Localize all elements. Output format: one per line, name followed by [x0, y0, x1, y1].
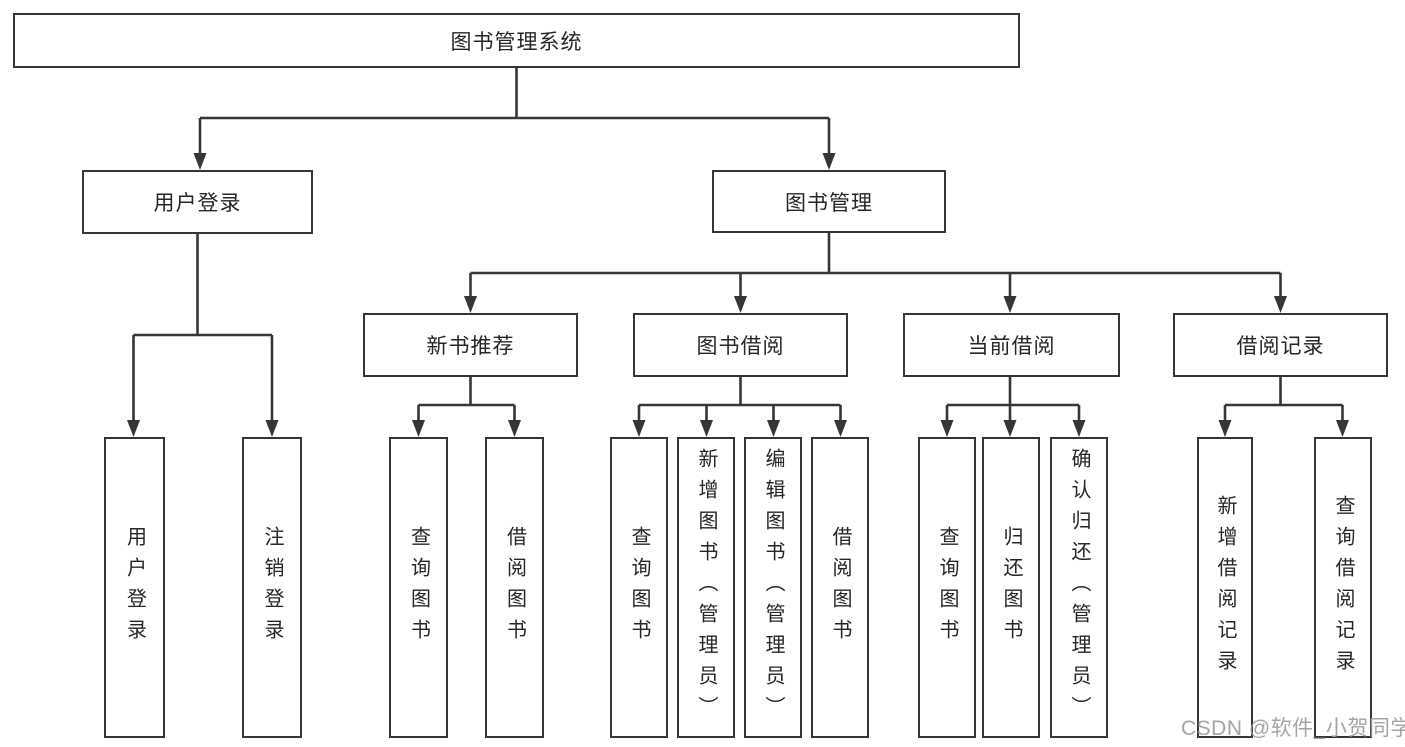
node-label: 图书借阅: [696, 335, 785, 358]
leaf-newbook-query-books: 查询图书: [389, 437, 448, 738]
node-new-book-recommend: 新书推荐: [363, 313, 578, 377]
node-book-management: 图书管理: [712, 170, 946, 233]
leaf-label: 查询图书: [407, 525, 430, 650]
leaf-user-login: 用户登录: [104, 437, 165, 738]
node-label: 当前借阅: [967, 335, 1056, 358]
leaf-label: 查询借阅记录: [1332, 494, 1354, 681]
node-book-borrowing: 图书借阅: [633, 313, 848, 377]
leaf-newbook-borrow-books: 借阅图书: [485, 437, 544, 738]
leaf-current-confirm-return-admin: 确认归还（管理员）: [1050, 437, 1108, 738]
leaf-label: 查询图书: [628, 525, 650, 650]
leaf-borrowing-add-books-admin: 新增图书（管理员）: [677, 437, 735, 738]
leaf-label: 借阅图书: [829, 525, 851, 650]
node-label: 图书管理系统: [450, 30, 583, 54]
leaf-label: 确认归还（管理员）: [1068, 448, 1090, 727]
node-library-system: 图书管理系统: [13, 13, 1020, 68]
leaf-label: 新增图书（管理员）: [695, 448, 717, 727]
leaf-records-query-record: 查询借阅记录: [1314, 437, 1372, 738]
node-user-login: 用户登录: [82, 170, 313, 234]
csdn-watermark: CSDN @软件_小贺同学: [1181, 717, 1405, 740]
leaf-label: 用户登录: [123, 525, 146, 650]
leaf-label: 查询图书: [936, 525, 958, 650]
node-label: 新书推荐: [426, 335, 515, 358]
node-borrow-records: 借阅记录: [1173, 313, 1388, 377]
node-label: 用户登录: [153, 192, 242, 215]
leaf-label: 借阅图书: [503, 525, 526, 650]
leaf-borrowing-query-books: 查询图书: [610, 437, 668, 738]
leaf-borrowing-borrow-books: 借阅图书: [811, 437, 869, 738]
leaf-current-return-books: 归还图书: [982, 437, 1040, 738]
leaf-records-add-record: 新增借阅记录: [1197, 437, 1253, 738]
leaf-label: 新增借阅记录: [1214, 494, 1236, 681]
leaf-label: 注销登录: [261, 525, 283, 650]
leaf-logout: 注销登录: [242, 437, 302, 738]
leaf-borrowing-edit-books-admin: 编辑图书（管理员）: [744, 437, 802, 738]
node-current-borrowing: 当前借阅: [903, 313, 1120, 377]
leaf-label: 编辑图书（管理员）: [762, 448, 784, 727]
leaf-label: 归还图书: [1000, 525, 1022, 650]
leaf-current-query-books: 查询图书: [918, 437, 976, 738]
node-label: 图书管理: [785, 191, 873, 215]
node-label: 借阅记录: [1236, 335, 1325, 358]
